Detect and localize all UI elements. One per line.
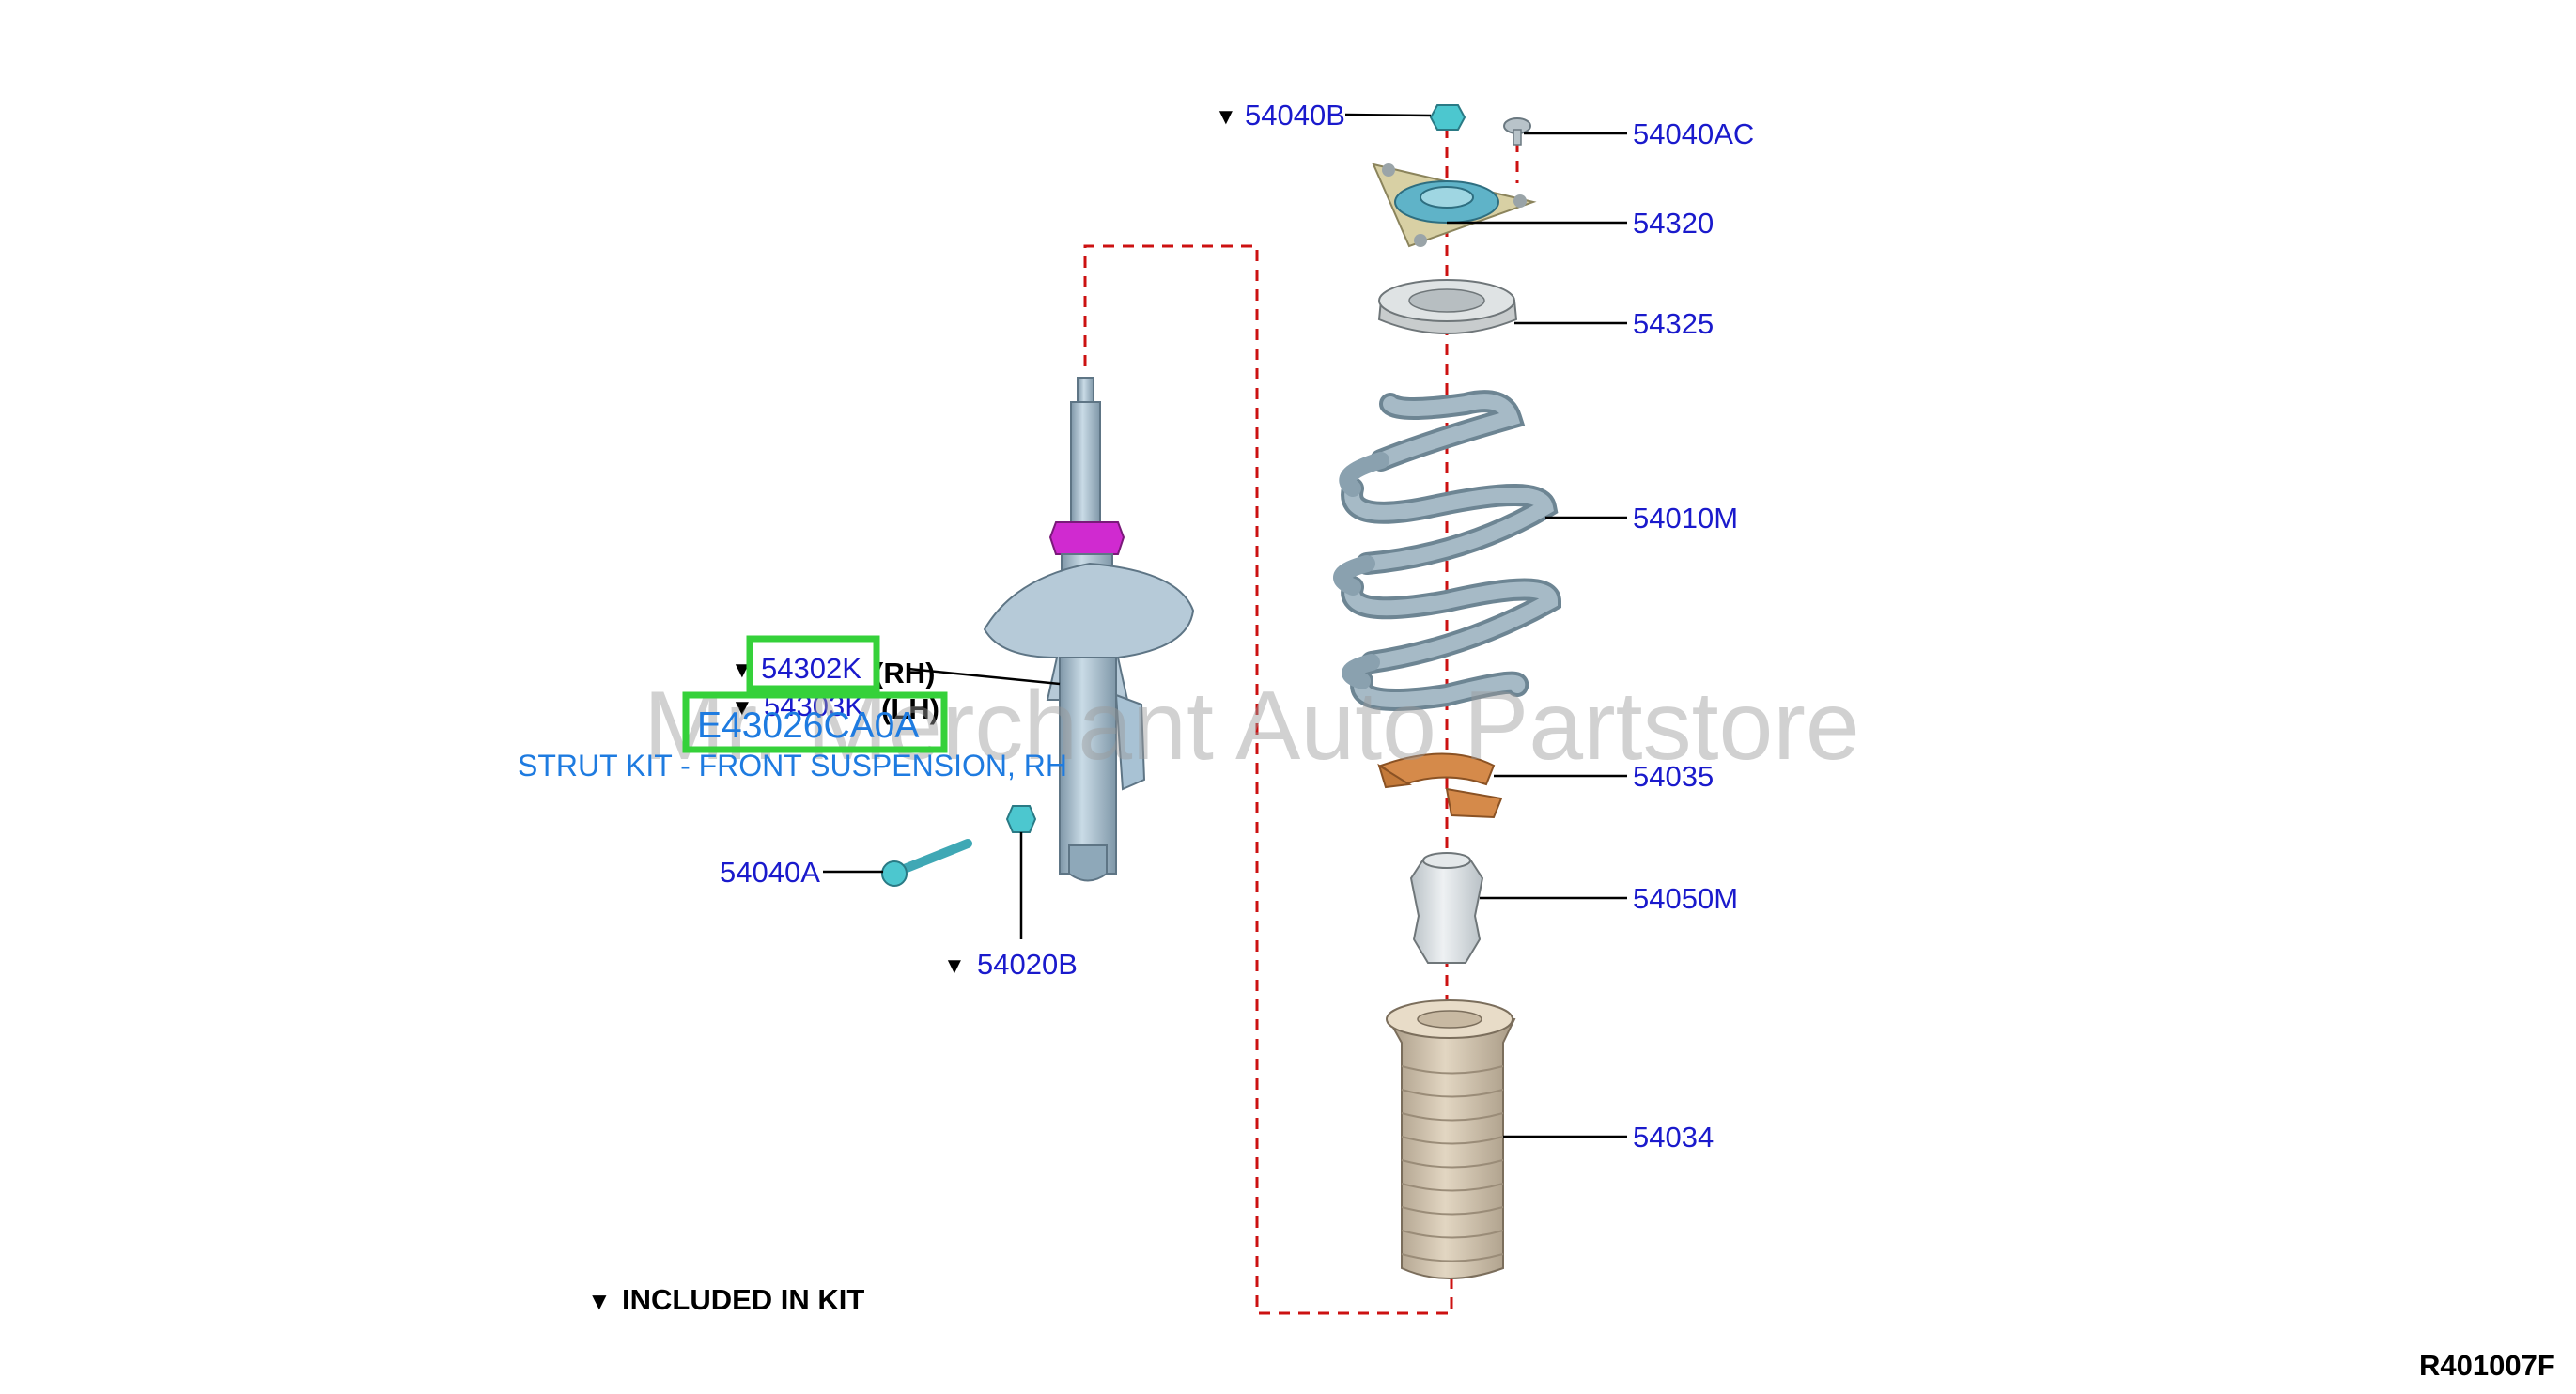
callout-54050M[interactable]: 54050M — [1633, 882, 1738, 915]
callout-54320[interactable]: 54320 — [1633, 207, 1714, 240]
callout-54010M[interactable]: 54010M — [1633, 502, 1738, 534]
callout-labels: ▼ 54040B 54040AC 54320 54325 54010M 5403… — [720, 99, 1754, 1154]
legend-marker: ▼ — [587, 1287, 612, 1315]
bolt-54040A[interactable] — [881, 839, 972, 887]
leader-lines — [823, 113, 1627, 1138]
upper-mount-54320[interactable] — [1372, 163, 1537, 248]
kit-marker: ▼ — [943, 953, 966, 979]
highlight-box-54302K — [746, 635, 880, 692]
legend-text: INCLUDED IN KIT — [622, 1283, 864, 1316]
kit-marker: ▼ — [1215, 104, 1237, 130]
lock-nut — [1048, 521, 1125, 555]
callout-54040AC[interactable]: 54040AC — [1633, 117, 1754, 150]
bearing-54325[interactable] — [1377, 279, 1518, 334]
legend: ▼ INCLUDED IN KIT — [587, 1283, 864, 1316]
knuckle-bracket — [1114, 693, 1146, 791]
nut-54020B[interactable] — [1005, 805, 1037, 833]
callout-54034[interactable]: 54034 — [1633, 1121, 1714, 1154]
kit-description-link[interactable]: STRUT KIT - FRONT SUSPENSION, RH — [518, 749, 1067, 782]
callout-54040A[interactable]: 54040A — [720, 856, 820, 889]
diagram-code: R401007F — [2419, 1349, 2555, 1382]
kit-marker: ▼ — [731, 695, 753, 720]
strut-assembly[interactable] — [983, 377, 1195, 882]
callout-54035[interactable]: 54035 — [1633, 760, 1714, 793]
nut-54040B[interactable] — [1429, 104, 1466, 131]
coil-spring-54010M[interactable] — [1333, 390, 1562, 711]
dust-boot-54034[interactable] — [1386, 999, 1516, 1279]
bolt-54040AC[interactable] — [1503, 117, 1531, 146]
kit-part-number-link[interactable]: E43026CA0A — [697, 705, 919, 746]
callout-54302K[interactable]: 54302K — [761, 652, 861, 685]
spring-seat — [983, 562, 1195, 701]
callout-54325[interactable]: 54325 — [1633, 307, 1714, 340]
spring-isolator-54035[interactable] — [1377, 752, 1503, 819]
bump-stopper-54050M[interactable] — [1409, 852, 1484, 964]
highlight-box-kit — [682, 691, 948, 753]
callout-54020B[interactable]: 54020B — [977, 948, 1078, 981]
rh-suffix: (RH) — [874, 657, 935, 689]
callout-54040B[interactable]: 54040B — [1245, 99, 1345, 132]
